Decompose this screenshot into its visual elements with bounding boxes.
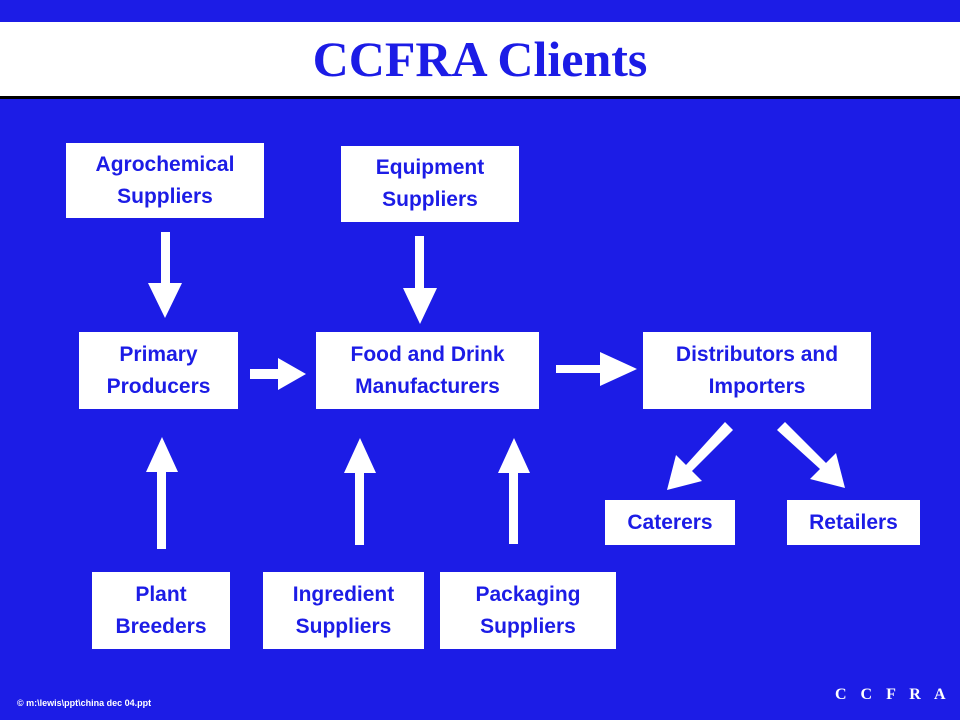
node-label: Agrochemical Suppliers [95, 152, 235, 208]
page-title: CCFRA Clients [312, 31, 648, 87]
node-label: Primary Producers [106, 342, 211, 398]
arrow-down-right [777, 422, 845, 488]
footer-file-path: © m:\lewis\ppt\china dec 04.ppt [17, 698, 152, 708]
node-label: Retailers [809, 510, 898, 534]
node-retailers: Retailers [787, 500, 920, 545]
arrow-up [146, 437, 178, 549]
node-agrochemical-suppliers: Agrochemical Suppliers [66, 143, 264, 218]
node-plant-breeders: Plant Breeders [92, 572, 230, 649]
arrow-down [148, 232, 182, 318]
node-label: Ingredient Suppliers [292, 582, 395, 638]
node-ingredient-suppliers: Ingredient Suppliers [263, 572, 424, 649]
node-label: Caterers [627, 510, 713, 534]
node-primary-producers: Primary Producers [79, 332, 238, 409]
title-bar: CCFRA Clients [0, 22, 960, 99]
node-label: Plant Breeders [115, 582, 207, 638]
node-label: Food and Drink Manufacturers [350, 342, 505, 398]
arrow-up [344, 438, 376, 545]
node-distributors-importers: Distributors and Importers [643, 332, 871, 409]
arrow-up [498, 438, 530, 544]
arrow-down-left [667, 422, 733, 490]
node-label: Equipment Suppliers [375, 156, 485, 211]
arrow-down [403, 236, 437, 324]
node-equipment-suppliers: Equipment Suppliers [341, 146, 519, 222]
node-packaging-suppliers: Packaging Suppliers [440, 572, 616, 649]
node-label: Distributors and Importers [675, 342, 839, 398]
arrow-right [250, 358, 306, 390]
arrow-right [556, 352, 637, 386]
node-caterers: Caterers [605, 500, 735, 545]
node-label: Packaging Suppliers [475, 582, 581, 638]
footer-brand: C C F R A [835, 686, 951, 703]
node-food-drink-manufacturers: Food and Drink Manufacturers [316, 332, 539, 409]
